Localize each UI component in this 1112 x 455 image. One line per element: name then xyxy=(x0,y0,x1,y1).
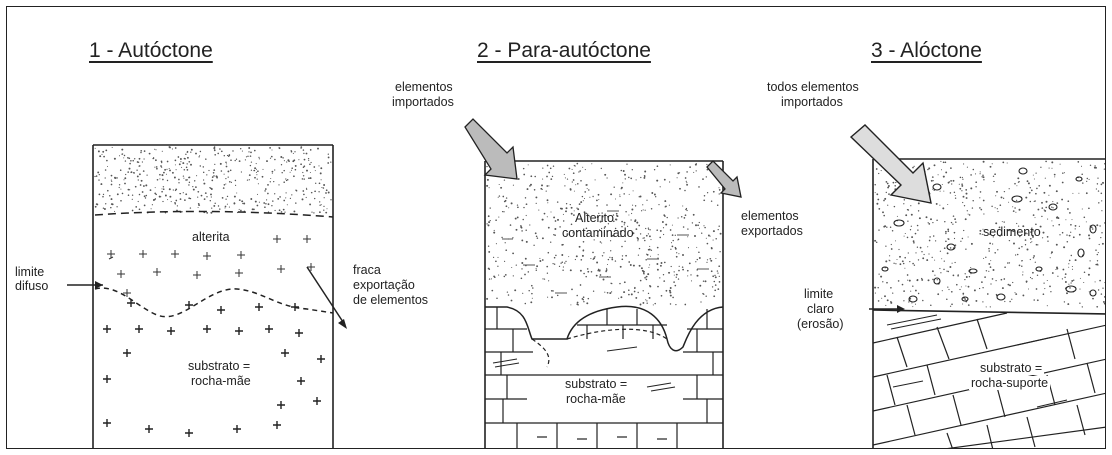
sharp-limit-arrow xyxy=(869,305,905,313)
panel-1-title: 1 - Autóctone xyxy=(89,39,213,62)
sediment-pebbles xyxy=(881,167,1097,303)
panel-1-profile xyxy=(67,144,347,448)
contaminated-alterite-stipple xyxy=(486,162,722,306)
label-sedimento: sedimento xyxy=(983,225,1041,239)
label-substrato-p3-1: substrato = xyxy=(978,361,1045,375)
bedrock-top-outline xyxy=(485,305,724,352)
export-arrow xyxy=(706,160,742,198)
label-todos-elementos: todos elementos xyxy=(767,80,859,94)
alterite-dashes xyxy=(502,210,709,294)
label-alterita: alterita xyxy=(192,230,230,244)
label-elementos-exportados-1: elementos xyxy=(741,209,799,223)
label-limite: limite xyxy=(15,265,45,279)
label-exportacao: exportação xyxy=(353,278,415,292)
figure-frame: 1 - Autóctone xyxy=(6,6,1106,449)
label-substrato-p2-2: rocha-mãe xyxy=(566,392,626,406)
bedrock-hatching xyxy=(492,346,676,392)
panel-2-profile xyxy=(464,118,742,448)
label-alterito: Alterito xyxy=(575,211,614,225)
weak-export-arrow xyxy=(306,266,347,329)
bedrock-crosses xyxy=(103,299,325,437)
label-substrato-1: substrato = xyxy=(188,359,251,373)
label-contaminado: contaminado xyxy=(562,226,634,240)
alterite-upper-boundary xyxy=(94,210,334,218)
label-erosao: (erosão) xyxy=(797,317,844,331)
sharp-boundary xyxy=(872,309,1105,315)
label-substrato-p3-2: rocha-suporte xyxy=(969,376,1051,390)
panel-3-title: 3 - Alóctone xyxy=(871,39,982,62)
sediment-stipple xyxy=(874,160,1105,308)
label-elementos-importados-1: elementos xyxy=(395,80,453,94)
alterite-symbols xyxy=(107,235,315,297)
diffuse-boundary xyxy=(94,287,334,318)
diffuse-limit-arrow xyxy=(67,281,103,289)
label-de-elementos: de elementos xyxy=(353,293,429,307)
label-fraca: fraca xyxy=(353,263,381,277)
label-substrato-2: rocha-mãe xyxy=(191,374,251,388)
panel-2-title: 2 - Para-autóctone xyxy=(477,39,651,62)
label-elementos-importados-2: importados xyxy=(392,95,454,109)
label-limite-claro-2: claro xyxy=(807,302,835,316)
label-substrato-p2-1: substrato = xyxy=(565,377,628,391)
bedrock-brick-pattern xyxy=(485,307,723,448)
import-arrow xyxy=(464,118,518,180)
alterite-stipple xyxy=(94,146,332,214)
tilted-bedrock-hatching xyxy=(886,314,1068,408)
label-elementos-exportados-2: exportados xyxy=(741,224,803,238)
tilted-bedrock-pattern xyxy=(872,312,1105,448)
label-limite-claro-1: limite xyxy=(804,287,834,301)
label-importados: importados xyxy=(781,95,843,109)
all-import-arrow xyxy=(849,124,932,204)
panel-3-profile xyxy=(849,124,1105,448)
label-difuso: difuso xyxy=(15,279,49,293)
